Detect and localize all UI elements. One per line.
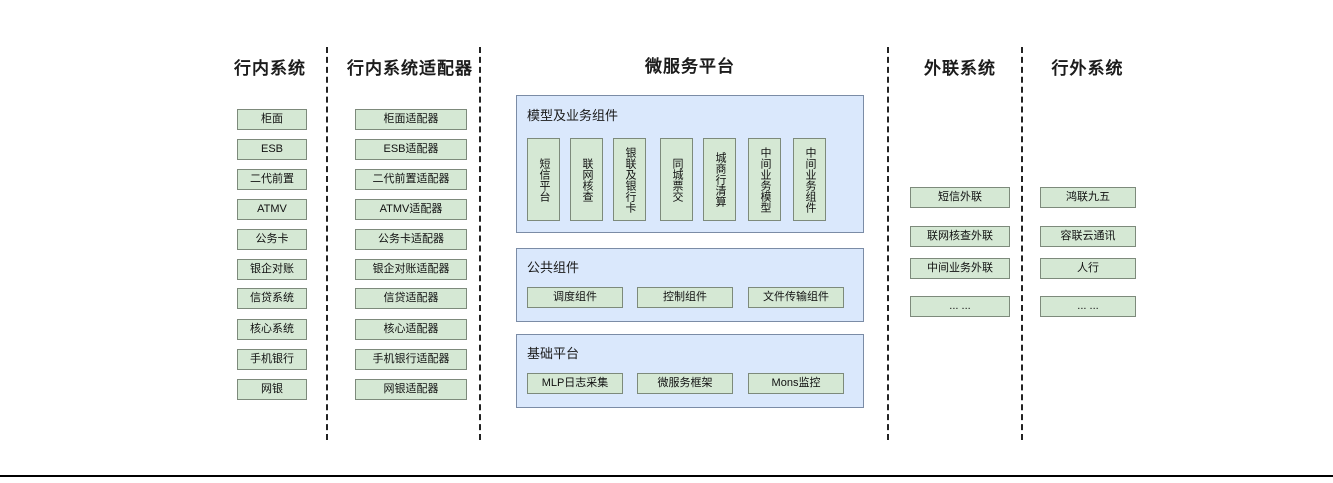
internal-system-box[interactable]: 信贷系统 [237,288,307,309]
external-link-box[interactable]: 短信外联 [910,187,1010,208]
panel-title-base-platform: 基础平台 [527,346,580,361]
base-platform-box[interactable]: Mons监控 [748,373,844,394]
divider-3 [887,47,889,440]
base-platform-box[interactable]: MLP日志采集 [527,373,623,394]
internal-system-box[interactable]: 网银 [237,379,307,400]
divider-4 [1021,47,1023,440]
internal-system-box[interactable]: 核心系统 [237,319,307,340]
column-header-internal: 行内系统 [234,59,306,78]
adapter-box[interactable]: ESB适配器 [355,139,467,160]
model-component-label: 中间业务模型 [759,146,771,213]
internal-system-box[interactable]: 手机银行 [237,349,307,370]
adapter-box[interactable]: 公务卡适配器 [355,229,467,250]
model-component-box[interactable]: 中间业务组件 [793,138,826,221]
adapter-box[interactable]: ATMV适配器 [355,199,467,220]
divider-1 [326,47,328,440]
adapter-box[interactable]: 核心适配器 [355,319,467,340]
column-header-platform: 微服务平台 [645,57,735,76]
adapter-box[interactable]: 信贷适配器 [355,288,467,309]
public-component-box[interactable]: 调度组件 [527,287,623,308]
model-component-label: 同城票交 [671,157,683,202]
adapter-box[interactable]: 网银适配器 [355,379,467,400]
divider-2 [479,47,481,440]
column-header-adapter: 行内系统适配器 [347,59,473,78]
model-component-label: 城商行清算 [714,152,726,207]
bottom-divider [0,475,1333,477]
internal-system-box[interactable]: 银企对账 [237,259,307,280]
model-component-label: 短信平台 [538,157,550,202]
adapter-box[interactable]: 银企对账适配器 [355,259,467,280]
panel-title-public-components: 公共组件 [527,260,580,275]
adapter-box[interactable]: 二代前置适配器 [355,169,467,190]
public-component-box[interactable]: 控制组件 [637,287,733,308]
model-component-label: 联网核查 [581,157,593,202]
internal-system-box[interactable]: ESB [237,139,307,160]
panel-base-platform [516,334,864,408]
external-link-box[interactable]: 中间业务外联 [910,258,1010,279]
model-component-box[interactable]: 短信平台 [527,138,560,221]
internal-system-box[interactable]: 柜面 [237,109,307,130]
model-component-box[interactable]: 同城票交 [660,138,693,221]
internal-system-box[interactable]: ATMV [237,199,307,220]
model-component-box[interactable]: 银联及银行卡 [613,138,646,221]
external-link-box[interactable]: ... ... [910,296,1010,317]
public-component-box[interactable]: 文件传输组件 [748,287,844,308]
model-component-box[interactable]: 中间业务模型 [748,138,781,221]
model-component-label: 中间业务组件 [804,146,816,213]
column-header-external-link: 外联系统 [924,59,996,78]
external-link-box[interactable]: 联网核查外联 [910,226,1010,247]
panel-title-model-business-components: 模型及业务组件 [527,108,619,123]
internal-system-box[interactable]: 二代前置 [237,169,307,190]
panel-public-components [516,248,864,322]
model-component-box[interactable]: 城商行清算 [703,138,736,221]
outside-system-box[interactable]: 人行 [1040,258,1136,279]
outside-system-box[interactable]: ... ... [1040,296,1136,317]
adapter-box[interactable]: 柜面适配器 [355,109,467,130]
column-header-outside: 行外系统 [1051,59,1124,78]
internal-system-box[interactable]: 公务卡 [237,229,307,250]
outside-system-box[interactable]: 鸿联九五 [1040,187,1136,208]
adapter-box[interactable]: 手机银行适配器 [355,349,467,370]
outside-system-box[interactable]: 容联云通讯 [1040,226,1136,247]
model-component-label: 银联及银行卡 [624,146,636,213]
model-component-box[interactable]: 联网核查 [570,138,603,221]
base-platform-box[interactable]: 微服务框架 [637,373,733,394]
